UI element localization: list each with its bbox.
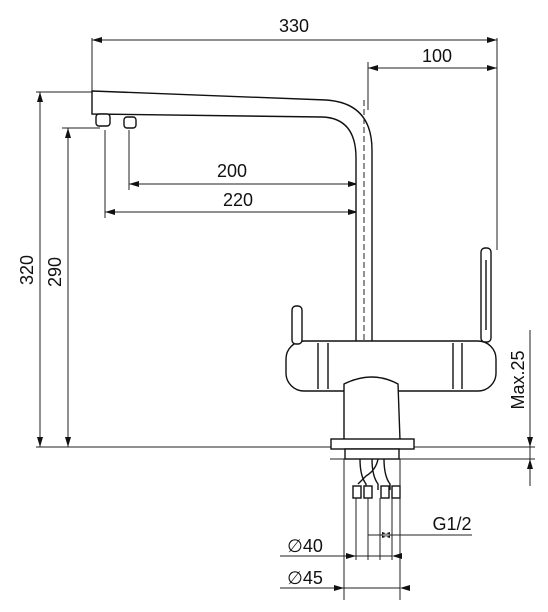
dim-label-200: 200 xyxy=(217,161,247,181)
dim-label-220: 220 xyxy=(223,190,253,210)
dim-label-320: 320 xyxy=(17,255,37,285)
hose-3 xyxy=(383,458,391,490)
dimension-outlet-200: 200 xyxy=(128,130,358,190)
base-flange xyxy=(330,438,415,450)
under-counter-fittings xyxy=(344,448,401,499)
aerator-main xyxy=(95,113,111,127)
dim-label-330: 330 xyxy=(279,16,309,36)
dim-label-max25: Max.25 xyxy=(508,350,528,409)
dim-label-d45: ∅45 xyxy=(287,568,323,588)
hose-4 xyxy=(357,458,379,485)
dimension-max-thickness: Max.25 xyxy=(508,330,533,486)
dimension-overall-width: 330 xyxy=(91,16,498,250)
dim-label-100: 100 xyxy=(422,46,452,66)
dim-label-g12: G1/2 xyxy=(432,514,471,534)
hose-2 xyxy=(371,458,379,490)
dimension-height-290: 290 xyxy=(45,127,100,447)
dim-label-d40: ∅40 xyxy=(287,536,323,556)
dimension-spout-to-axis: 100 xyxy=(367,46,497,110)
dimension-diameter-40: ∅40 xyxy=(280,536,402,559)
dimension-height-320: 320 xyxy=(17,91,92,447)
hose-1 xyxy=(359,458,367,490)
spout xyxy=(91,90,373,347)
faucet xyxy=(91,90,497,450)
dimension-outlet-220: 220 xyxy=(104,130,358,218)
dim-label-290: 290 xyxy=(45,257,65,287)
dimension-diameter-45: ∅45 xyxy=(280,568,410,591)
dimension-thread: G1/2 xyxy=(368,514,472,538)
aerator-filter xyxy=(123,116,137,129)
body-neck xyxy=(343,376,401,441)
mounting-washer xyxy=(344,448,400,460)
lever-left xyxy=(291,305,303,345)
